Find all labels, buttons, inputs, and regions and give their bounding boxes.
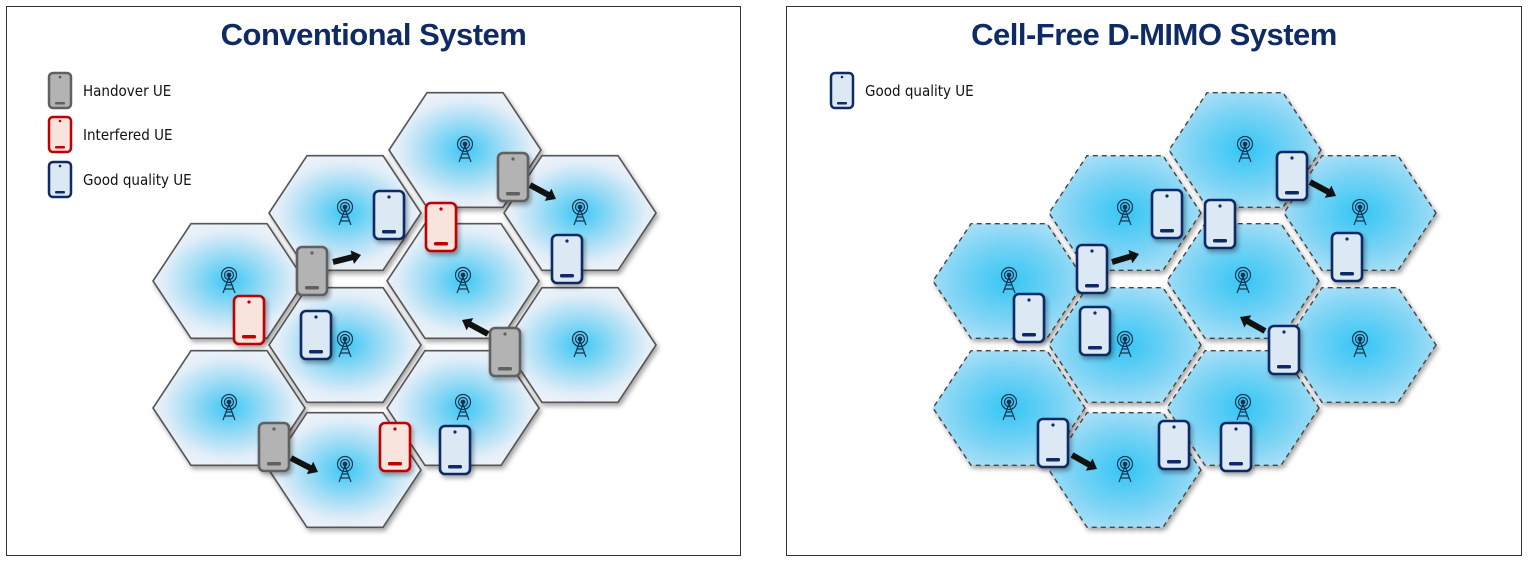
interfered-ue-phone-icon [378, 421, 412, 473]
antenna-tower-icon [1351, 198, 1369, 226]
legend-good-quality-ue: Good quality UE [47, 160, 192, 200]
good-ue-phone-icon [1036, 417, 1070, 469]
hexagon-cell [1166, 350, 1320, 466]
antenna-tower-icon [336, 330, 354, 358]
good-ue-phone-icon [1203, 198, 1237, 250]
antenna-tower-icon [1116, 330, 1134, 358]
handover-phone-icon [47, 71, 73, 110]
hexagon-cell [503, 154, 657, 272]
good-phone-icon [47, 160, 73, 199]
handover-ue-phone-icon [295, 245, 329, 297]
legend-good-quality-ue: Good quality UE [829, 71, 974, 111]
hexagon-cell [503, 286, 657, 404]
handover-ue-phone-icon [496, 151, 530, 203]
good-ue-phone-icon [1078, 305, 1112, 357]
handover-arrow-icon [289, 455, 318, 475]
conventional-cells [152, 91, 657, 529]
hexagon-cell [152, 222, 306, 340]
antenna-tower-icon [1234, 266, 1252, 294]
antenna-tower-icon [1116, 455, 1134, 483]
legend-label: Good quality UE [865, 82, 974, 100]
antenna-tower-icon [1000, 393, 1018, 421]
antenna-tower-icon [454, 393, 472, 421]
antenna-tower-icon [1236, 135, 1254, 163]
handover-arrow-icon [1111, 249, 1140, 265]
legend-label: Interfered UE [83, 126, 173, 144]
handover-ue-phone-icon [488, 326, 522, 378]
panel-title: Conventional System [220, 17, 527, 52]
cell-free-cells [932, 91, 1437, 528]
good-ue-phone-icon [299, 309, 333, 361]
handover-arrow-icon [528, 182, 556, 201]
hexagon-cell [268, 154, 422, 272]
hexagon-cell [1166, 222, 1320, 339]
good-ue-phone-icon [1150, 188, 1184, 240]
handover-arrow-icon [462, 318, 490, 337]
good-ue-phone-icon [1219, 421, 1253, 473]
antenna-tower-icon [1116, 198, 1134, 226]
handover-arrow-icon [1070, 452, 1098, 471]
good-ue-phone-icon [1157, 419, 1191, 471]
handover-ue-phone-icon [257, 421, 291, 473]
hexagon-cell [932, 222, 1086, 339]
hexagon-cell [1048, 287, 1202, 403]
panel-title: Cell-Free D-MIMO System [971, 17, 1337, 52]
good-ue-phone-icon [1075, 243, 1109, 295]
antenna-tower-icon [571, 198, 589, 226]
antenna-tower-icon [456, 135, 474, 163]
legend-label: Handover UE [83, 82, 172, 100]
antenna-tower-icon [1351, 330, 1369, 358]
good-ue-phone-icon [550, 233, 584, 285]
antenna-tower-icon [220, 393, 238, 421]
handover-arrow-icon [1308, 179, 1336, 198]
handover-arrow-icon [1239, 315, 1267, 334]
antenna-tower-icon [1000, 266, 1018, 294]
hexagon-cell [1283, 287, 1437, 403]
good-ue-phone-icon [1012, 292, 1046, 344]
good-ue-phone-icon [1267, 324, 1301, 376]
hexagon-cell [1048, 154, 1202, 271]
good-ue-phone-icon [1330, 231, 1364, 283]
hexagon-cell [268, 286, 422, 404]
good-phone-icon [829, 71, 855, 110]
good-ue-phone-icon [372, 189, 406, 241]
legend-handover-ue: Handover UE [47, 71, 171, 111]
antenna-tower-icon [1234, 393, 1252, 421]
antenna-tower-icon [454, 266, 472, 294]
hexagon-cell [1283, 154, 1437, 271]
handover-arrow-icon [332, 250, 361, 265]
interfered-ue-phone-icon [424, 201, 458, 253]
legend-interfered-ue: Interfered UE [47, 115, 173, 155]
antenna-tower-icon [571, 330, 589, 358]
legend-label: Good quality UE [83, 171, 192, 189]
good-ue-phone-icon [438, 424, 472, 476]
interfered-ue-phone-icon [232, 294, 266, 346]
good-ue-phone-icon [1275, 150, 1309, 202]
antenna-tower-icon [336, 198, 354, 226]
interfered-phone-icon [47, 115, 73, 154]
antenna-tower-icon [336, 455, 354, 483]
antenna-tower-icon [220, 266, 238, 294]
